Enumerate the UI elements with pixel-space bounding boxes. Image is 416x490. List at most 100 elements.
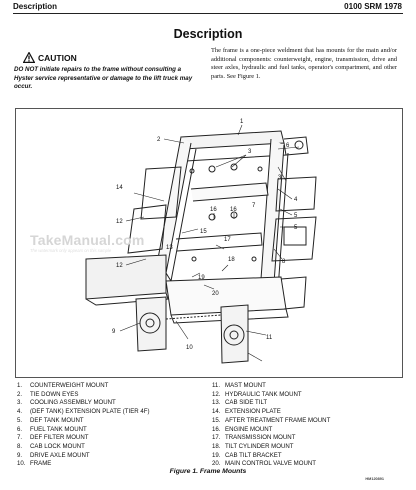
frame-mounts-figure: 1 2 3 3 4 5 5 6 7 8 9 10 11 12 12 13 14 … [15,108,403,481]
legend-left: 1. COUNTERWEIGHT MOUNT 2. TIE DOWN EYES 3.… [17,382,150,469]
callout-17: 17 [224,237,231,243]
legend-item: 18. TILT CYLINDER MOUNT [212,443,330,452]
callout-12a: 12 [116,219,123,225]
legend-item: 16. ENGINE MOUNT [212,426,330,435]
legend-item: 12. HYDRAULIC TANK MOUNT [212,391,330,400]
legend-text: TIE DOWN EYES [30,390,79,398]
legend-num: 17. [212,434,221,442]
legend-text: TILT CYLINDER MOUNT [225,442,294,450]
legend-item: 6. FUEL TANK MOUNT [17,426,150,435]
watermark-subtext: The watermark only appears on this sampl… [30,248,112,253]
callout-16a: 16 [210,207,217,213]
legend-text: AFTER TREATMENT FRAME MOUNT [225,416,331,424]
warning-triangle-icon [23,52,35,63]
legend-text: EXTENSION PLATE [225,408,281,416]
legend-text: (DEF TANK) EXTENSION PLATE (TIER 4F) [30,408,150,416]
legend-item: 20. MAIN CONTROL VALVE MOUNT [212,460,330,469]
legend-item: 19. CAB TILT BRACKET [212,452,330,461]
page-title: Description [173,27,243,41]
legend-num: 15. [212,416,221,424]
legend-text: CAB TILT BRACKET [225,451,282,459]
legend-text: COUNTERWEIGHT MOUNT [30,382,109,389]
legend-num: 3. [17,399,23,407]
legend-num: 6. [17,425,23,433]
description-paragraph: The frame is a one-piece weldment that h… [211,47,397,80]
legend-item: 14. EXTENSION PLATE [212,408,330,417]
callout-5a: 5 [294,213,298,219]
figure-id: HM120891 [365,477,384,481]
callout-4: 4 [294,197,298,203]
figure-caption: Figure 1. Frame Mounts [169,468,247,475]
legend-text: HYDRAULIC TANK MOUNT [225,390,302,398]
legend-text: DRIVE AXLE MOUNT [30,451,90,459]
legend-item: 17. TRANSMISSION MOUNT [212,434,330,443]
header-section: Description [13,2,58,11]
legend-text: MAIN CONTROL VALVE MOUNT [225,460,316,468]
legend-item: 3. COOLING ASSEMBLY MOUNT [17,399,150,408]
legend-num: 18. [212,442,221,450]
legend-item: 11. MAST MOUNT [212,382,330,391]
legend-text: FUEL TANK MOUNT [30,425,87,433]
legend-num: 16. [212,425,221,433]
caution-text: DO NOT initiate repairs to the frame wit… [14,66,193,91]
legend-item: 4. (DEF TANK) EXTENSION PLATE (TIER 4F) [17,408,150,417]
callout-7: 7 [252,203,256,209]
callout-8: 8 [282,259,286,265]
legend-text: CAB SIDE TILT [225,399,268,407]
legend-num: 14. [212,408,221,416]
header-doc-code: 0100 SRM 1978 [344,2,402,11]
callout-10: 10 [186,345,193,351]
callout-13: 13 [166,245,173,251]
legend-text: DEF TANK MOUNT [30,416,84,424]
callout-1: 1 [240,119,244,125]
legend-text: CAB LOCK MOUNT [30,442,85,450]
legend-text: ENGINE MOUNT [225,425,273,433]
legend-num: 12. [212,390,221,398]
callout-19: 19 [198,275,205,281]
legend-right: 11. MAST MOUNT 12. HYDRAULIC TANK MOUNT 13… [212,382,330,469]
legend-num: 19. [212,451,221,459]
legend-text: DEF FILTER MOUNT [30,434,89,442]
legend-item: 13. CAB SIDE TILT [212,399,330,408]
legend-num: 9. [17,451,23,459]
legend-item: 5. DEF TANK MOUNT [17,417,150,426]
legend-num: 13. [212,399,221,407]
legend-text: MAST MOUNT [225,382,266,389]
callout-20: 20 [212,291,219,297]
watermark: TakeManual.com [30,232,145,248]
legend-text: COOLING ASSEMBLY MOUNT [30,399,116,407]
caution-label: CAUTION [38,52,77,63]
legend-item: 10.FRAME [17,460,150,469]
header-rule [13,13,403,14]
legend-num: 20. [212,460,221,468]
legend-text: FRAME [30,460,52,468]
legend-num: 8. [17,442,23,450]
legend-item: 9. DRIVE AXLE MOUNT [17,452,150,461]
legend-num: 5. [17,416,23,424]
callout-5b: 5 [294,225,298,231]
callout-3a: 3 [248,149,252,155]
callout-6: 6 [286,143,290,149]
legend-text: TRANSMISSION MOUNT [225,434,296,442]
callout-11: 11 [266,335,273,341]
callout-3b: 3 [278,175,282,181]
callout-18: 18 [228,257,235,263]
page-header: Description 0100 SRM 1978 [0,0,416,16]
legend-item: 1. COUNTERWEIGHT MOUNT [17,382,150,391]
legend-item: 2. TIE DOWN EYES [17,391,150,400]
legend-item: 15. AFTER TREATMENT FRAME MOUNT [212,417,330,426]
legend-item: 8. CAB LOCK MOUNT [17,443,150,452]
legend-item: 7.DEF FILTER MOUNT [17,434,150,443]
caution-heading: CAUTION [23,52,77,63]
callout-14: 14 [116,185,123,191]
legend-num: 4. [17,408,23,416]
callout-16b: 16 [230,207,237,213]
callout-15: 15 [200,229,207,235]
legend-num: 1. [17,382,23,389]
legend-num: 2. [17,390,23,398]
callout-12b: 12 [116,263,123,269]
callout-9: 9 [112,329,116,335]
callout-2: 2 [157,137,161,143]
legend-num: 11. [212,382,221,389]
frame-drawing: 1 2 3 3 4 5 5 6 7 8 9 10 11 12 12 13 14 … [85,119,317,364]
